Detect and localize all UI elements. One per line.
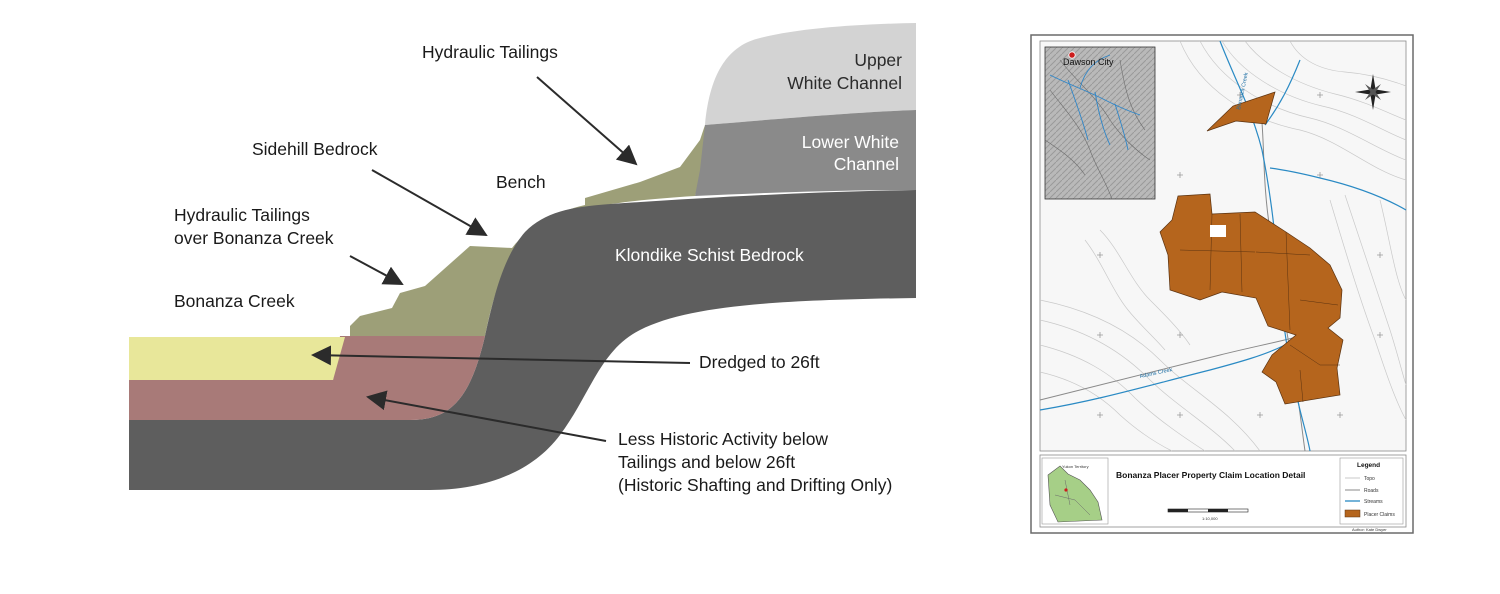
label-hydraulic-tailings: Hydraulic Tailings <box>422 42 558 62</box>
map-title: Bonanza Placer Property Claim Location D… <box>1116 470 1305 480</box>
legend-item-roads: Roads <box>1364 488 1379 494</box>
scale-text: 1:10,000 <box>1202 516 1218 521</box>
label-bonanza-creek: Bonanza Creek <box>174 291 295 311</box>
label-dredged: Dredged to 26ft <box>699 352 820 372</box>
legend-title: Legend <box>1357 462 1380 469</box>
klondike-schist-layer <box>129 190 916 490</box>
label-channel: Channel <box>834 154 899 174</box>
label-less-historic-3: (Historic Shafting and Drifting Only) <box>618 475 892 495</box>
label-upper: Upper <box>854 50 902 70</box>
upper-white-channel-layer <box>705 23 916 125</box>
label-white-channel: White Channel <box>787 73 902 93</box>
arrow-sidehill-bedrock <box>371 169 488 236</box>
label-lower-white: Lower White <box>802 132 899 152</box>
label-less-historic-2: Tailings and below 26ft <box>618 452 795 472</box>
north-arrow-icon <box>1355 74 1391 110</box>
label-hydraulic-tailings-over: Hydraulic Tailings <box>174 205 310 225</box>
lower-white-channel-layer <box>695 110 916 196</box>
arrow-hydraulic-tailings <box>536 76 638 166</box>
label-bench: Bench <box>496 172 546 192</box>
placer-claims <box>1159 91 1344 405</box>
label-klondike-schist: Klondike Schist Bedrock <box>615 245 804 265</box>
legend-item-topo: Topo <box>1364 476 1375 482</box>
claim-boundaries <box>1179 213 1340 403</box>
claim-location-map: Bonanza Creek Adams Creek <box>1030 34 1414 534</box>
arrow-less-historic <box>366 390 607 442</box>
yukon-territory-label: Yukon Territory <box>1062 464 1089 469</box>
legend-item-placer-claims: Placer Claims <box>1364 512 1395 518</box>
arrow-hydraulic-tailings-over <box>349 255 404 285</box>
dawson-city-marker <box>1068 51 1076 59</box>
yukon-locator-map <box>1047 465 1103 523</box>
inset-city-label: Dawson City <box>1063 57 1114 67</box>
topo-contours <box>1039 40 1407 452</box>
creek-gravel-layer <box>129 337 345 380</box>
tailings-layer <box>350 125 705 336</box>
legend-item-streams: Streams <box>1364 499 1383 505</box>
label-over-bonanza-creek: over Bonanza Creek <box>174 228 334 248</box>
arrow-dredged <box>311 345 691 366</box>
claim-main <box>1159 193 1344 405</box>
map-author: Author: Kate Dwyer <box>1352 527 1387 532</box>
label-sidehill-bedrock: Sidehill Bedrock <box>252 139 378 159</box>
claim-north <box>1206 91 1276 132</box>
scale-bar <box>1167 508 1249 513</box>
cross-section-diagram: Upper White Channel Lower White Channel … <box>129 23 916 495</box>
label-less-historic-1: Less Historic Activity below <box>618 429 828 449</box>
map-inset: Dawson City <box>1044 46 1156 200</box>
map-white-parcel <box>1210 225 1226 237</box>
